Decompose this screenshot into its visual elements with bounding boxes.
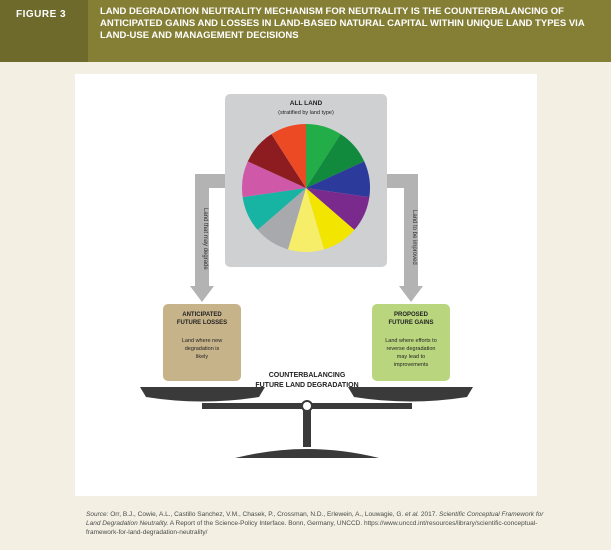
all-land-subtitle: (stratified by land type) — [278, 110, 334, 116]
gains-text-1: Land where efforts to — [385, 338, 437, 344]
source-rest: A Report of the Science-Policy Interface… — [86, 520, 538, 536]
pie-slice — [306, 124, 341, 188]
losses-text-3: likely — [196, 354, 208, 360]
pie-slice — [306, 188, 370, 230]
source-title: Scientific Conceptual Framework for Land… — [86, 511, 544, 527]
source-authors: Orr, B.J., Cowie, A.L., Castillo Sanchez… — [108, 511, 406, 518]
scale-pivot — [301, 400, 313, 412]
gains-text-4: improvements — [394, 362, 429, 368]
losses-title-1: ANTICIPATED — [182, 312, 222, 318]
gains-title-2: FUTURE GAINS — [389, 320, 434, 326]
pie-slice — [247, 134, 306, 188]
source-year: 2017. — [419, 511, 439, 518]
figure-label: FIGURE 3 — [0, 0, 88, 62]
pie-slice — [287, 188, 325, 252]
figure-title: LAND DEGRADATION NEUTRALITY MECHANISM FO… — [100, 6, 585, 41]
left-pan — [140, 387, 265, 402]
scale-stand — [303, 410, 311, 447]
losses-text-2: degradation is — [185, 346, 220, 352]
figure-header: FIGURE 3 LAND DEGRADATION NEUTRALITY MEC… — [0, 0, 611, 62]
pie-slice — [242, 188, 306, 230]
gains-box — [372, 304, 450, 381]
pie-slice — [306, 188, 355, 250]
gains-text-2: reverse degradation — [387, 346, 436, 352]
all-land-title: ALL LAND — [290, 100, 323, 107]
losses-title-2: FUTURE LOSSES — [177, 320, 227, 326]
right-arrow-label: Land to be improved — [411, 210, 417, 265]
left-arrow — [190, 174, 225, 302]
ldn-diagram: Land that may degrade Land to be improve… — [140, 94, 473, 458]
gains-text-3: may lead to — [397, 354, 425, 360]
scale-label-1: COUNTERBALANCING — [269, 372, 346, 379]
pie-slice — [242, 161, 306, 198]
diagram-panel: Land that may degrade Land to be improve… — [75, 74, 537, 496]
land-type-pie — [242, 124, 370, 252]
balance-scale — [140, 387, 473, 458]
source-etal: et al. — [405, 511, 420, 518]
left-arrow-label: Land that may degrade — [202, 208, 208, 270]
losses-box — [163, 304, 241, 381]
gains-title-1: PROPOSED — [394, 312, 429, 318]
right-pan — [348, 387, 473, 402]
pie-slice — [271, 124, 306, 188]
pie-slice — [306, 134, 365, 188]
scale-label-2: FUTURE LAND DEGRADATION — [255, 382, 358, 389]
scale-base — [235, 449, 379, 458]
right-arrow — [387, 174, 423, 302]
losses-text-1: Land where new — [182, 338, 222, 344]
pie-slice — [306, 161, 370, 198]
pie-slice — [257, 188, 306, 250]
source-citation: Source: Orr, B.J., Cowie, A.L., Castillo… — [86, 510, 556, 537]
source-prefix: Source: — [86, 511, 109, 518]
